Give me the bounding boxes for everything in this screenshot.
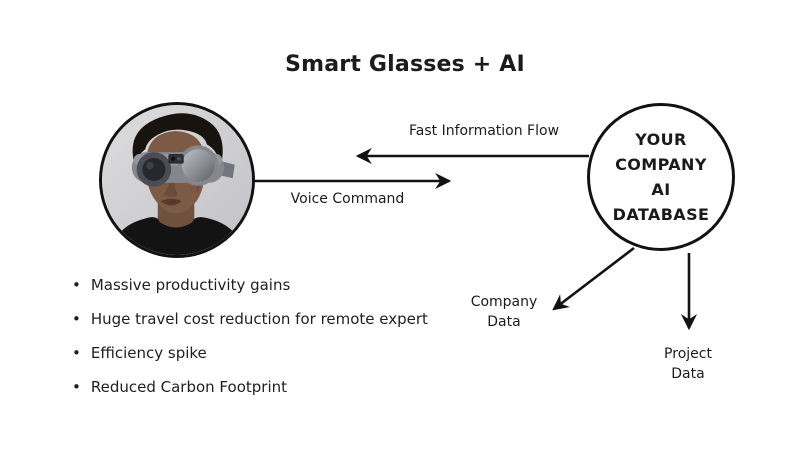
db-line-4: DATABASE [612, 205, 710, 224]
smart-glasses-portrait [99, 102, 255, 258]
voice-command-label: Voice Command [290, 191, 405, 207]
benefit-text: Massive productivity gains [90, 276, 291, 294]
project-data-line1: Project [664, 346, 712, 362]
bullet-icon: • [72, 276, 81, 294]
bullet-icon: • [72, 344, 81, 362]
project-data-line2: Data [671, 366, 705, 382]
company-data-line1: Company [470, 294, 538, 310]
bullet-icon: • [72, 310, 81, 328]
bullet-icon: • [72, 378, 81, 396]
project-data-label: Project Data [644, 344, 732, 384]
benefit-text: Reduced Carbon Footprint [90, 378, 288, 396]
person-smart-glasses-illustration [102, 105, 252, 255]
company-data-line2: Data [487, 314, 521, 330]
company-data-label: Company Data [460, 292, 548, 332]
db-line-1: YOUR [635, 130, 687, 149]
db-line-3: AI [651, 180, 671, 199]
list-item: • Reduced Carbon Footprint [72, 378, 492, 396]
benefit-text: Efficiency spike [90, 344, 207, 362]
benefits-list: • Massive productivity gains • Huge trav… [72, 276, 492, 412]
list-item: • Huge travel cost reduction for remote … [72, 310, 492, 328]
list-item: • Efficiency spike [72, 344, 492, 362]
fast-information-flow-label: Fast Information Flow [408, 123, 560, 139]
company-ai-database-node: YOUR COMPANY AI DATABASE [587, 103, 735, 251]
company-data-arrow [552, 246, 635, 311]
page-title: Smart Glasses + AI [285, 52, 525, 77]
db-line-2: COMPANY [615, 155, 707, 174]
list-item: • Massive productivity gains [72, 276, 492, 294]
benefit-text: Huge travel cost reduction for remote ex… [90, 310, 428, 328]
